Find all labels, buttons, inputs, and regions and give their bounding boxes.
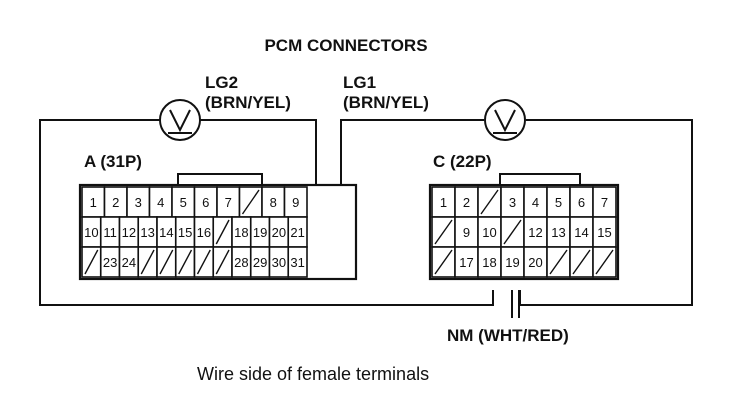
blank-terminal-mark: [196, 249, 211, 275]
terminal-number: 21: [290, 225, 304, 240]
terminal-number: 6: [202, 195, 209, 210]
terminal-number: 29: [253, 255, 267, 270]
blank-terminal-mark: [178, 249, 193, 275]
blank-terminal-mark: [434, 219, 453, 245]
blank-terminal-mark: [595, 249, 614, 275]
diagram-caption: Wire side of female terminals: [197, 364, 429, 384]
terminal-cavity: [287, 246, 308, 278]
blank-terminal-mark: [434, 249, 453, 275]
terminal-number: 9: [292, 195, 299, 210]
terminal-number: 14: [574, 225, 588, 240]
terminal-number: 12: [122, 225, 136, 240]
terminal-number: 1: [90, 195, 97, 210]
blank-terminal-mark: [241, 189, 260, 215]
lg1-wire-color: (BRN/YEL): [343, 93, 429, 112]
terminal-number: 4: [157, 195, 164, 210]
terminal-number: 18: [482, 255, 496, 270]
terminal-number: 3: [135, 195, 142, 210]
lg2-label: LG2: [205, 73, 238, 92]
terminal-number: 9: [463, 225, 470, 240]
terminal-number: 23: [103, 255, 117, 270]
terminal-number: 5: [555, 195, 562, 210]
lg2-wire-color: (BRN/YEL): [205, 93, 291, 112]
terminal-number: 13: [140, 225, 154, 240]
voltmeter-icon: [159, 99, 201, 141]
connector-c-latch: [499, 173, 581, 186]
voltmeter-icon: [484, 99, 526, 141]
lg1-label: LG1: [343, 73, 376, 92]
blank-terminal-mark: [84, 249, 99, 275]
blank-terminal-mark: [159, 249, 174, 275]
terminal-number: 19: [253, 225, 267, 240]
terminal-number: 10: [482, 225, 496, 240]
terminal-number: 15: [597, 225, 611, 240]
terminal-number: 14: [159, 225, 173, 240]
terminal-number: 2: [463, 195, 470, 210]
connector-a-latch: [177, 173, 263, 186]
terminal-number: 6: [578, 195, 585, 210]
terminal-number: 5: [180, 195, 187, 210]
terminal-number: 8: [270, 195, 277, 210]
measurement-wiring: [39, 119, 693, 318]
nm-label: NM (WHT/RED): [447, 326, 569, 345]
connector-a-label: A (31P): [84, 152, 142, 171]
terminal-number: 16: [197, 225, 211, 240]
terminal-number: 7: [601, 195, 608, 210]
blank-terminal-mark: [480, 189, 499, 215]
terminal-number: 13: [551, 225, 565, 240]
diagram-title: PCM CONNECTORS: [264, 36, 427, 55]
blank-terminal-mark: [215, 249, 230, 275]
terminal-number: 17: [459, 255, 473, 270]
blank-terminal-mark: [503, 219, 522, 245]
terminal-number: 11: [103, 225, 117, 240]
blank-terminal-mark: [215, 219, 230, 245]
terminal-number: 12: [528, 225, 542, 240]
terminal-number: 3: [509, 195, 516, 210]
terminal-number: 20: [528, 255, 542, 270]
terminal-number: 19: [505, 255, 519, 270]
terminal-number: 31: [290, 255, 304, 270]
blank-terminal-mark: [549, 249, 568, 275]
terminal-number: 4: [532, 195, 539, 210]
terminal-number: 28: [234, 255, 248, 270]
terminal-number: 20: [272, 225, 286, 240]
terminal-number: 7: [225, 195, 232, 210]
terminal-number: 10: [84, 225, 98, 240]
blank-terminal-mark: [140, 249, 155, 275]
terminal-number: 15: [178, 225, 192, 240]
terminal-number: 18: [234, 225, 248, 240]
terminal-number: 1: [440, 195, 447, 210]
connector-c-label: C (22P): [433, 152, 492, 171]
terminal-number: 30: [272, 255, 286, 270]
terminal-number: 24: [122, 255, 136, 270]
terminal-number: 2: [112, 195, 119, 210]
blank-terminal-mark: [572, 249, 591, 275]
